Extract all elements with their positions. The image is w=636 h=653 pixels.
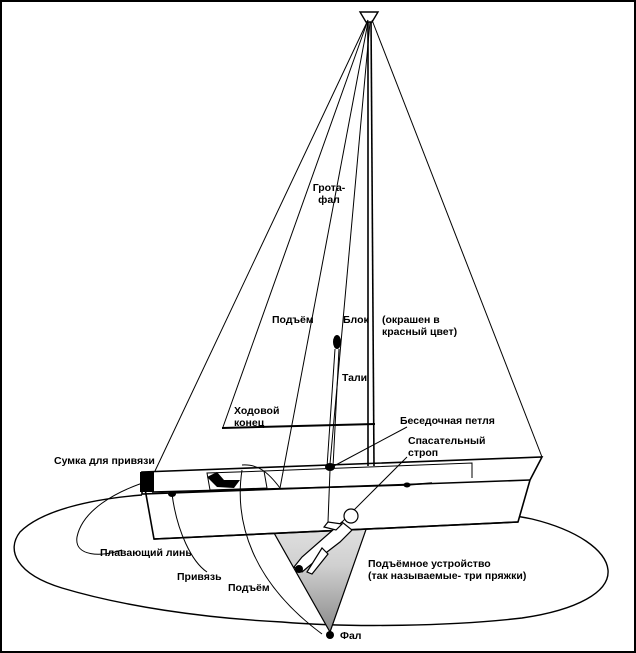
label-blok: Блок	[343, 314, 369, 326]
label-grota-line1: Грота-	[312, 182, 346, 194]
label-podyom-top: Подъём	[272, 314, 314, 326]
label-podyom-bottom: Подъём	[228, 582, 270, 594]
halyard-end-ring	[326, 631, 334, 639]
hoist-line	[279, 21, 369, 489]
three-buckle-ring	[295, 565, 303, 573]
label-ustroystvo: Подъёмное устройство (так называемые- тр…	[368, 558, 526, 582]
label-grota: Грота- фал	[306, 182, 352, 206]
label-spasatelny-line2: строп	[408, 447, 439, 459]
label-colored-line2: красный цвет)	[382, 326, 458, 338]
winch-person	[207, 472, 240, 488]
label-ustroystvo-line1: Подъёмное устройство	[368, 558, 491, 570]
label-colored-line1: (окрашен в	[382, 314, 440, 326]
label-besedochnaya: Беседочная петля	[400, 415, 495, 427]
label-spasatelny: Спасательный строп	[408, 435, 485, 459]
jackline	[151, 482, 433, 493]
label-privyaz: Привязь	[177, 571, 222, 583]
forestay	[154, 19, 369, 472]
tether-line	[171, 493, 208, 573]
label-grota-line2: фал	[318, 194, 340, 206]
running-end	[241, 464, 281, 489]
mainsail-leech	[222, 19, 369, 428]
tackle-to-person	[327, 469, 331, 523]
bowline-leader	[331, 426, 408, 468]
lifted-person	[293, 508, 359, 575]
label-hodovoy-line2: конец	[234, 417, 265, 429]
label-plavayushchiy: Плавающий линь	[100, 547, 192, 559]
label-hodovoy: Ходовой конец	[234, 405, 279, 429]
label-ustroystvo-line2: (так называемые- три пряжки)	[368, 570, 527, 582]
label-sumka: Сумка для привязи	[54, 455, 155, 467]
label-fal: Фал	[340, 630, 362, 642]
masthead	[358, 11, 380, 23]
tackle-right	[332, 348, 340, 468]
water-outline	[13, 494, 609, 627]
mast-right	[370, 16, 375, 467]
label-hodovoy-line1: Ходовой	[234, 405, 280, 417]
boom	[221, 423, 376, 429]
jackline-shackle	[403, 482, 411, 488]
backstay	[371, 19, 543, 458]
tackle-lower-block	[325, 463, 335, 471]
label-tali: Тали	[342, 372, 368, 384]
label-colored: (окрашен в красный цвет)	[382, 314, 457, 338]
lifting-line	[239, 469, 323, 635]
label-spasatelny-line1: Спасательный	[408, 435, 486, 447]
block	[333, 335, 341, 349]
floating-line	[76, 479, 153, 555]
tackle-left	[326, 348, 336, 468]
